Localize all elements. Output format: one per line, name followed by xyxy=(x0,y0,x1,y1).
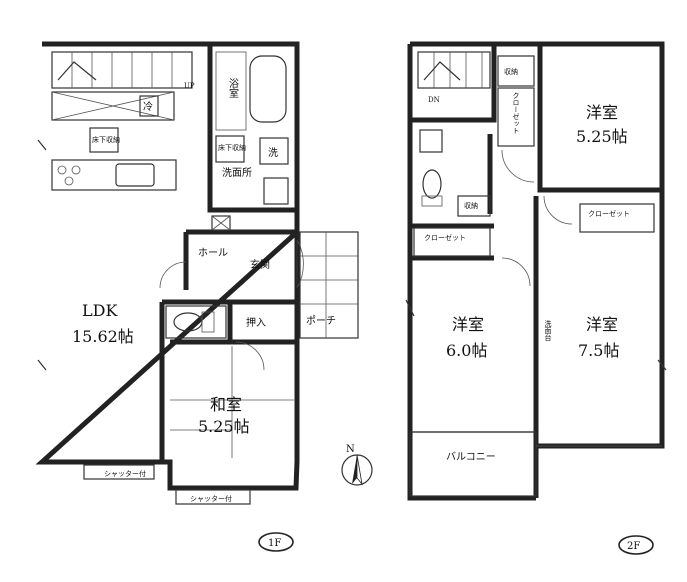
floor-1-shutter-b-box xyxy=(175,489,251,505)
room-ne-size: 5.25帖 xyxy=(576,127,628,146)
storage-b-label: 収納 xyxy=(464,201,478,210)
floor-1-shutter-a-box xyxy=(83,464,155,480)
floor-1-washer xyxy=(259,137,289,165)
floor-2-toilet xyxy=(422,169,442,199)
entrance-label: 玄関 xyxy=(250,258,270,271)
floor-2-closet-v-box xyxy=(497,87,535,147)
room-ne-label: 洋室 xyxy=(586,103,618,122)
floor-2-closet-w-box xyxy=(413,227,491,257)
ldk-size: 15.62帖 xyxy=(72,327,134,346)
shutter-b-label: シャッター付 xyxy=(190,494,232,503)
floor-1-kitchen-counter xyxy=(51,159,177,191)
floor-1-tatami xyxy=(170,346,294,458)
floor-1-floor-storage xyxy=(89,127,119,153)
shutter-a-label: シャッター付 xyxy=(104,469,146,478)
washroom-label: 洗面所 xyxy=(222,167,252,179)
floor-1-washbasin xyxy=(263,177,289,205)
wash-storage-label: 床下収納 xyxy=(218,143,246,152)
room-e-size: 7.5帖 xyxy=(578,341,619,360)
room-w-label: 洋室 xyxy=(452,315,484,334)
closet-e-label: クローゼット xyxy=(588,209,630,218)
closet-label: 押入 xyxy=(246,316,266,329)
floor-1-stairs xyxy=(51,51,193,89)
floor-1-entrance-door xyxy=(296,239,304,289)
compass-north-label: N xyxy=(346,444,355,455)
balcony-label: バルコニー xyxy=(446,451,496,463)
room-e-label: 洋室 xyxy=(586,315,618,334)
closet-w-label: クローゼット xyxy=(424,233,466,242)
washbasin-label: 洗面台 xyxy=(544,319,552,342)
floor-1-bathtub xyxy=(249,55,287,123)
up-label: UP xyxy=(184,82,195,90)
floor-1-inner-walls xyxy=(159,46,297,462)
bath-label: 浴室 xyxy=(227,78,239,98)
floor-2-sink xyxy=(419,129,443,153)
floor-2-plan xyxy=(405,41,667,501)
fridge-label: 冷 xyxy=(143,100,153,113)
floor-2-stairs xyxy=(417,51,491,89)
storage-a-label: 収納 xyxy=(504,67,518,76)
floor-1-badge-shape xyxy=(258,532,294,552)
floor-2-closet-e-box xyxy=(579,203,655,233)
floor-1-porch-steps xyxy=(299,231,359,339)
floor-storage-label: 床下収納 xyxy=(92,135,120,144)
washer-label: 洗 xyxy=(268,147,278,159)
floor-1-stove xyxy=(57,165,81,186)
hall-label: ホール xyxy=(198,247,228,259)
floor-1-kitchen-cabinet xyxy=(51,91,175,121)
floor-2-badge-shape xyxy=(618,535,654,555)
room-w-size: 6.0帖 xyxy=(446,341,487,360)
down-label: DN xyxy=(428,96,440,104)
floor-1-sink xyxy=(115,163,155,187)
floor-1-wash-storage xyxy=(215,135,245,163)
ldk-label: LDK xyxy=(82,301,118,320)
floor-2-storage-b-box xyxy=(457,195,491,217)
porch-label: ポーチ xyxy=(306,315,336,327)
floor-1-outer-wall xyxy=(35,41,300,491)
floor-1-badge: 1F xyxy=(268,538,281,549)
japanese-room-size: 5.25帖 xyxy=(198,417,250,436)
closet-v-label: クローゼット xyxy=(512,92,520,134)
japanese-room-label: 和室 xyxy=(210,395,242,414)
floor-1-plan xyxy=(35,41,359,505)
floor-2-badge: 2F xyxy=(627,541,640,552)
floor-2-inner-walls xyxy=(410,44,662,498)
floor-2-storage-a-box xyxy=(497,55,535,87)
floor-2-balcony-area xyxy=(409,431,537,497)
floor-1-toilet-room xyxy=(165,305,227,339)
compass-icon xyxy=(341,454,373,486)
